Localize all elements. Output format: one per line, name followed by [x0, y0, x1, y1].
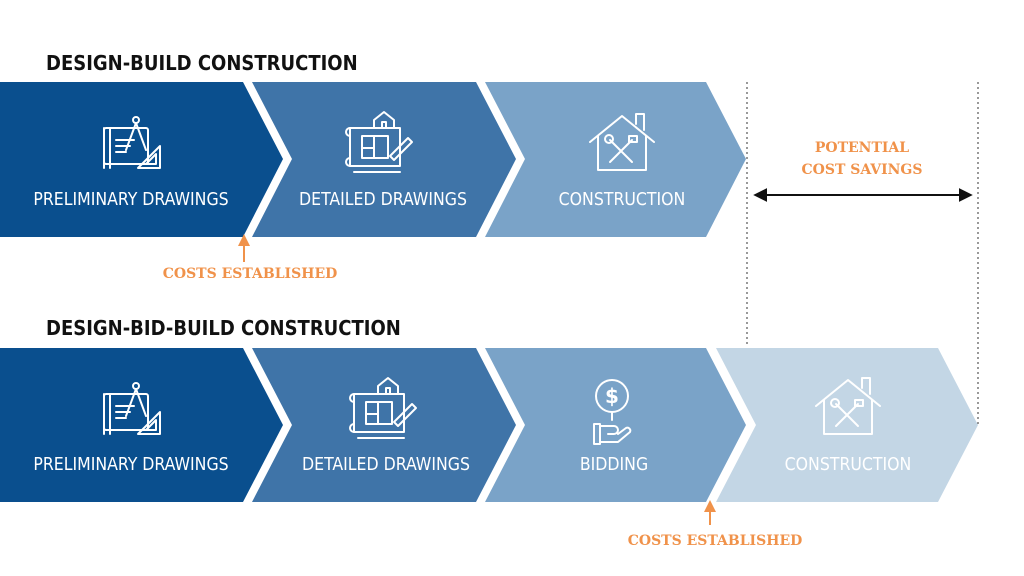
stage-label: BIDDING: [580, 455, 648, 475]
costs-established-note: COSTS ESTABLISHED: [628, 533, 803, 549]
design-build-row: PRELIMINARY DRAWINGS DETAILED DRAWINGS C…: [0, 82, 746, 237]
stage-label: PRELIMINARY DRAWINGS: [33, 455, 228, 475]
stage-label: PRELIMINARY DRAWINGS: [33, 190, 228, 210]
stage-label: CONSTRUCTION: [785, 455, 912, 475]
stage-chevron-construction: [485, 82, 746, 237]
stage-chevron-bidding: [485, 348, 746, 502]
costs-established-note: COSTS ESTABLISHED: [163, 266, 338, 282]
stage-chevron-construction: [716, 348, 978, 502]
savings-label-line2: COST SAVINGS: [802, 162, 923, 178]
design-bid-build-title: DESIGN-BID-BUILD CONSTRUCTION: [46, 316, 401, 340]
stage-label: DETAILED DRAWINGS: [299, 190, 467, 210]
design-build-title: DESIGN-BUILD CONSTRUCTION: [46, 51, 358, 75]
stage-label: DETAILED DRAWINGS: [302, 455, 470, 475]
design-bid-build-row: PRELIMINARY DRAWINGS DETAILED DRAWINGS B…: [0, 348, 978, 502]
stage-chevron-preliminary: [0, 348, 283, 502]
stage-chevron-detailed: [252, 82, 516, 237]
savings-label-line1: POTENTIAL: [815, 140, 909, 156]
stage-label: CONSTRUCTION: [559, 190, 686, 210]
stage-chevron-preliminary: [0, 82, 283, 237]
